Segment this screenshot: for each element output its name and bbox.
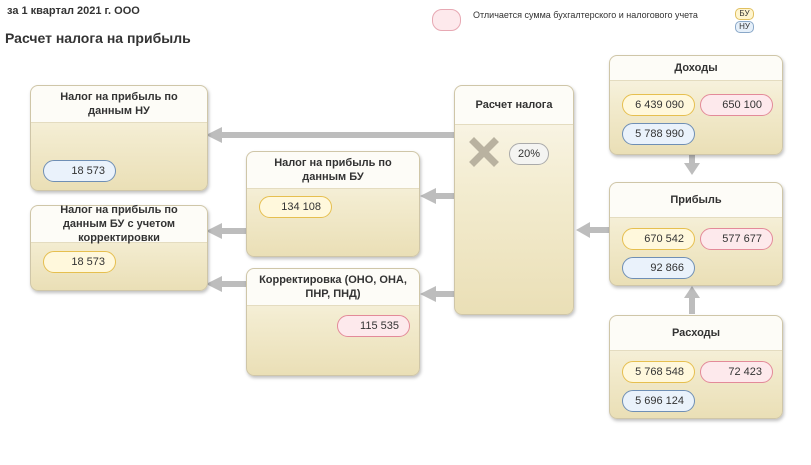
arrow-head-adjustment (420, 286, 436, 302)
adjustment-card[interactable]: Корректировка (ОНО, ОНА, ПНР, ПНД) 115 5… (246, 268, 420, 376)
tax-rate-value[interactable]: 20% (509, 143, 549, 165)
expenses-bu-value[interactable]: 5 768 548 (622, 361, 695, 383)
profit-card[interactable]: Прибыль 670 542 577 677 92 866 (609, 182, 783, 286)
arrow-profit-to-calc (589, 227, 609, 233)
adjustment-title: Корректировка (ОНО, ОНА, ПНР, ПНД) (247, 269, 419, 306)
arrow-expenses-to-profit (689, 296, 695, 314)
arrow-head-adjustment-adjusted (206, 276, 222, 292)
tax-calculation-card[interactable]: Расчет налога 20% (454, 85, 574, 315)
profit-card-title: Прибыль (610, 183, 782, 218)
profit-nu-value[interactable]: 92 866 (622, 257, 695, 279)
income-nu-value[interactable]: 5 788 990 (622, 123, 695, 145)
tax-bu-card[interactable]: Налог на прибыль по данным БУ 134 108 (246, 151, 420, 257)
cross-icon (469, 137, 499, 167)
expenses-card-title: Расходы (610, 316, 782, 351)
arrow-head-profit-calc (576, 222, 590, 238)
tax-bu-value[interactable]: 134 108 (259, 196, 332, 218)
arrow-calc-to-tax-nu (220, 132, 454, 138)
tax-diagram: Доходы 6 439 090 650 100 5 788 990 Прибы… (24, 55, 794, 465)
tax-bu-adjusted-value[interactable]: 18 573 (43, 251, 116, 273)
income-bu-value[interactable]: 6 439 090 (622, 94, 695, 116)
arrow-calc-to-adjustment (434, 291, 454, 297)
adjustment-value[interactable]: 115 535 (337, 315, 410, 337)
profit-difference-value[interactable]: 577 677 (700, 228, 773, 250)
income-card-title: Доходы (610, 56, 782, 81)
income-difference-value[interactable]: 650 100 (700, 94, 773, 116)
arrow-head-expenses-profit (684, 286, 700, 298)
tax-bu-adjusted-title: Налог на прибыль по данным БУ с учетом к… (31, 204, 207, 244)
flow-arrows (206, 127, 700, 314)
arrow-head-tax-bu (420, 188, 436, 204)
legend-nu-tag: НУ (735, 21, 754, 33)
tax-bu-title: Налог на прибыль по данным БУ (247, 152, 419, 189)
legend-difference-text: Отличается сумма бухгалтерского и налого… (473, 10, 698, 20)
arrow-head-tax-nu (206, 127, 222, 143)
tax-calculation-title: Расчет налога (455, 86, 573, 125)
expenses-card[interactable]: Расходы 5 768 548 72 423 5 696 124 (609, 315, 783, 419)
arrow-head-income-profit (684, 163, 700, 175)
page-title: Расчет налога на прибыль (5, 30, 191, 46)
profit-bu-value[interactable]: 670 542 (622, 228, 695, 250)
arrow-calc-to-tax-bu (434, 193, 454, 199)
expenses-difference-value[interactable]: 72 423 (700, 361, 773, 383)
expenses-nu-value[interactable]: 5 696 124 (622, 390, 695, 412)
tax-nu-value[interactable]: 18 573 (43, 160, 116, 182)
legend-difference-swatch (432, 9, 461, 31)
tax-bu-adjusted-card[interactable]: Налог на прибыль по данным БУ с учетом к… (30, 204, 208, 291)
tax-nu-title: Налог на прибыль по данным НУ (31, 86, 207, 123)
tax-nu-card[interactable]: Налог на прибыль по данным НУ 18 573 (30, 85, 208, 191)
income-card[interactable]: Доходы 6 439 090 650 100 5 788 990 (609, 55, 783, 155)
arrow-income-to-profit (689, 155, 695, 165)
arrow-bu-to-adjusted (220, 228, 246, 234)
report-period: за 1 квартал 2021 г. ООО (7, 5, 140, 17)
arrow-head-bu-adjusted (206, 223, 222, 239)
arrow-adjustment-to-adjusted (220, 281, 246, 287)
legend-bu-tag: БУ (735, 8, 754, 20)
